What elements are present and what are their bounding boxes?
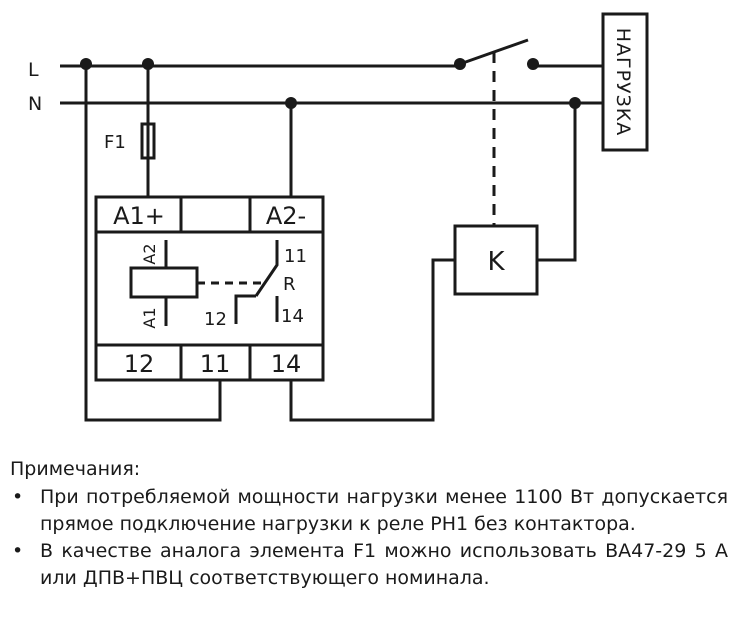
- contact-label-14: 14: [281, 306, 304, 327]
- note-text: При потребляемой мощности нагрузки менее…: [40, 486, 728, 535]
- relay-contact-11: [254, 240, 279, 297]
- relay-coil: [129, 266, 199, 299]
- contact-label-12: 12: [204, 309, 227, 330]
- notes-list: • При потребляемой мощности нагрузки мене…: [10, 484, 728, 592]
- contactor-label: K: [487, 247, 505, 277]
- terminal-a2-minus: A2-: [266, 202, 306, 230]
- coil-label-a2: A2: [140, 243, 159, 264]
- coil-label-a1: A1: [140, 307, 159, 328]
- relay-contact-12: [234, 294, 256, 324]
- junction-dots: [80, 58, 581, 109]
- bullet-icon: •: [12, 540, 24, 562]
- contact-label-r: R: [283, 274, 296, 295]
- terminal-a1-plus: A1+: [113, 202, 165, 230]
- notes: Примечания: • При потребляемой мощности н…: [10, 456, 728, 592]
- terminal-11: 11: [200, 350, 231, 378]
- l-drop-wire-to-11: [84, 64, 222, 422]
- notes-title: Примечания:: [10, 458, 141, 480]
- bullet-icon: •: [12, 486, 24, 508]
- note-item: • При потребляемой мощности нагрузки мене…: [10, 484, 728, 538]
- load-box: [601, 12, 649, 152]
- relay-rn1: A1+ A2- 12 11 14 A2 A1 11 R 12 14: [94, 195, 325, 382]
- contactor-to-n-wire: [537, 103, 577, 262]
- load-label: НАГРУЗКА: [612, 28, 634, 137]
- note-text: В качестве аналога элемента F1 можно исп…: [40, 540, 728, 589]
- wiring-diagram: L N НАГРУЗКА F1 K A1+: [28, 12, 649, 422]
- note-item: • В качестве аналога элемента F1 можно ис…: [10, 538, 728, 592]
- terminal-12: 12: [124, 350, 155, 378]
- line-label-n: N: [28, 93, 42, 115]
- fuse-label: F1: [104, 132, 126, 153]
- terminal-14: 14: [271, 350, 302, 378]
- contact-label-11: 11: [284, 246, 307, 267]
- wire-14-to-contactor: [289, 258, 456, 422]
- line-label-l: L: [28, 59, 39, 81]
